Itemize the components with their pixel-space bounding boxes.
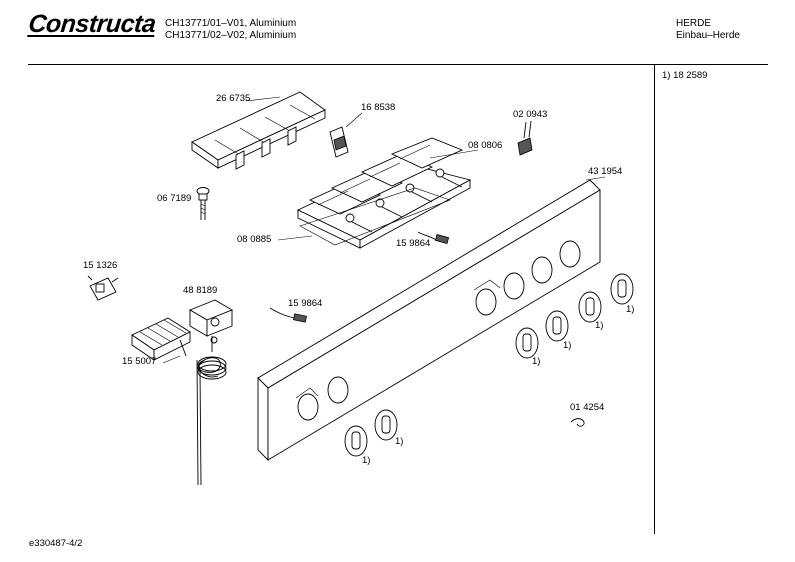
legend-divider [654, 64, 656, 534]
clip-part [329, 112, 363, 158]
part-label-080806: 08 0806 [468, 140, 503, 151]
model-line-2: CH13771/02–V02, Aluminium [165, 30, 297, 41]
document-id: e330487-4/2 [29, 538, 83, 549]
knob-footnote-4: 1) [563, 340, 572, 351]
part-label-151326: 15 1326 [83, 260, 118, 271]
selector-switch-part [131, 317, 191, 364]
indicator-lamp-upper [417, 231, 450, 244]
part-label-020943: 02 0943 [513, 109, 548, 120]
indicator-lamp-lower [269, 307, 307, 323]
part-label-159864-lower: 15 9864 [288, 298, 323, 309]
spring-part [570, 418, 585, 427]
subcategory-label: Einbau–Herde [676, 30, 740, 41]
screw-part [196, 187, 210, 220]
knob-footnote-1: 1) [362, 455, 371, 466]
model-line-1: CH13771/01–V01, Aluminium [165, 18, 297, 29]
header-divider [28, 64, 768, 66]
thermostat-part [188, 299, 234, 486]
part-label-431954: 43 1954 [588, 166, 623, 177]
knob-2 [374, 409, 398, 441]
knob-6 [610, 273, 634, 305]
part-label-266735: 26 6735 [216, 93, 251, 104]
control-panel-part [257, 176, 606, 462]
insulation-sheet-part [277, 187, 451, 246]
bracket-part [191, 91, 326, 170]
knob-footnote-5: 1) [595, 320, 604, 331]
small-switch-part [87, 275, 119, 301]
switch-block-part [296, 137, 479, 249]
part-label-014254: 01 4254 [570, 402, 605, 413]
part-label-488189: 48 8189 [183, 285, 218, 296]
part-label-159864-upper: 15 9864 [396, 238, 431, 249]
knob-5 [578, 291, 602, 323]
knob-footnote-6: 1) [626, 304, 635, 315]
part-label-067189: 06 7189 [157, 193, 192, 204]
knob-footnote-2: 1) [395, 436, 404, 447]
connector-part [517, 120, 533, 156]
legend-footnote: 1) 18 2589 [662, 70, 708, 81]
category-label: HERDE [676, 18, 712, 29]
knob-4 [545, 310, 569, 342]
part-label-155007: 15 5007 [122, 356, 157, 367]
part-label-080885: 08 0885 [237, 234, 272, 245]
knob-3 [515, 327, 539, 359]
knob-footnote-3: 1) [532, 356, 541, 367]
knob-1 [344, 425, 368, 457]
part-label-168538: 16 8538 [361, 102, 396, 113]
